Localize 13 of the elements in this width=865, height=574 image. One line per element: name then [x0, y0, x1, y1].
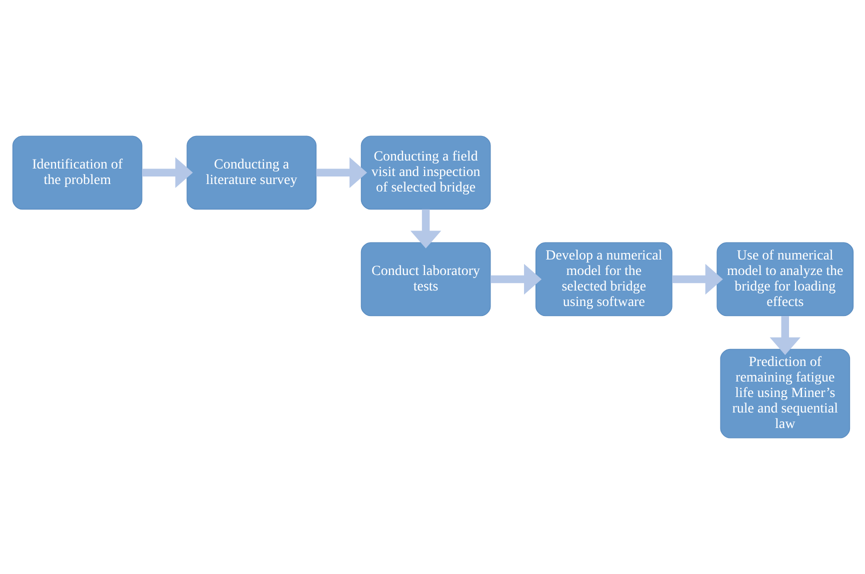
- arrow: [769, 316, 800, 355]
- node-box: Conduct laboratory tests: [360, 242, 490, 316]
- node-box: Prediction of remaining fatigue life using Miner’s rule and sequential law: [720, 348, 850, 438]
- node-box: Conducting a field visit and inspection of selected bridge: [360, 136, 490, 210]
- arrow: [490, 264, 542, 295]
- node-box: Use of numerical model to analyze the bridge for loading effects: [716, 242, 854, 316]
- arrow: [410, 209, 441, 248]
- node-box: Conducting a literature survey: [186, 136, 316, 210]
- arrow: [672, 264, 722, 295]
- arrow: [316, 157, 367, 188]
- node-box: Develop a numerical model for the selected bridge using software: [534, 242, 672, 316]
- node-box: Identification of the problem: [12, 136, 142, 210]
- arrow: [142, 157, 192, 188]
